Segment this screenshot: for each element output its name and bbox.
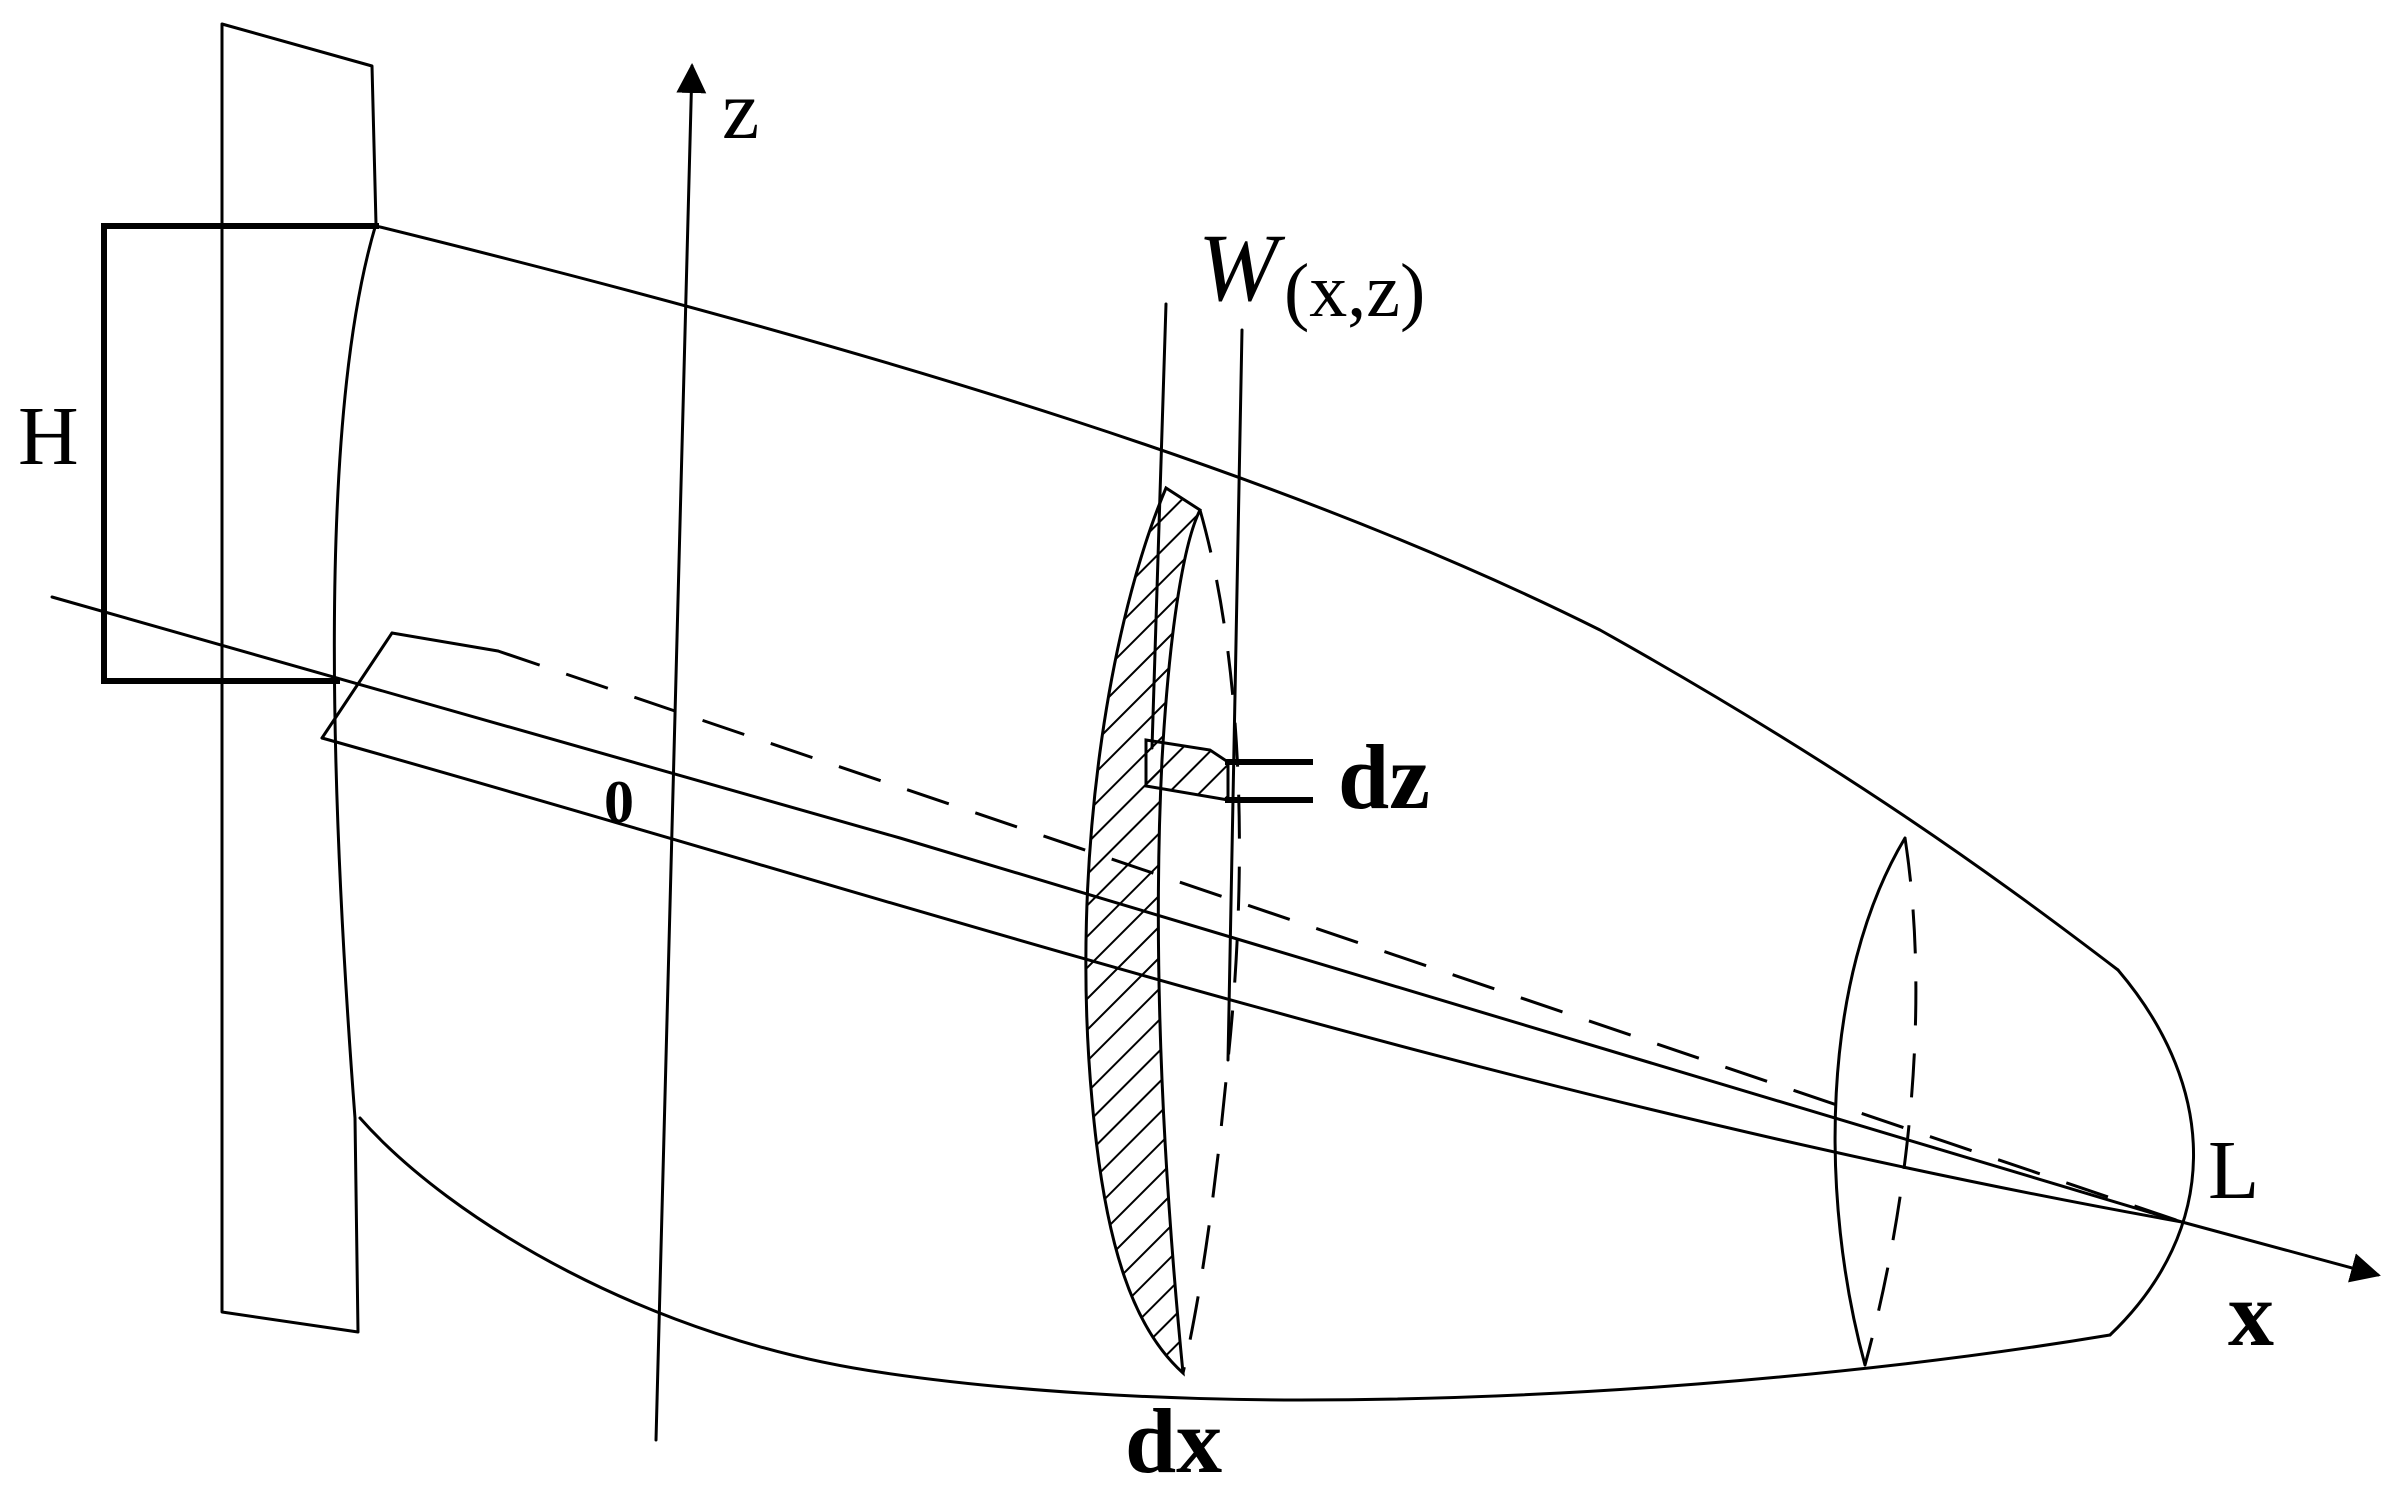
- deflection-label: W(x,z): [1198, 214, 1425, 333]
- deflection-symbol: W: [1198, 214, 1286, 321]
- blade-top-edge: [374, 224, 2120, 972]
- root-plate: [220, 22, 378, 1334]
- strip-guide-left: [1150, 302, 1168, 750]
- chord-root-end: [320, 631, 394, 740]
- chord-line-upper: [50, 595, 2184, 1224]
- tip-section-front: [1833, 836, 1907, 1367]
- x-axis-label: x: [2228, 1263, 2274, 1365]
- blade-tip-curve: [2108, 968, 2195, 1337]
- strip-guide-right: [1226, 328, 1244, 1062]
- element-dz: [1144, 738, 1230, 802]
- blade-bottom-edge: [358, 1116, 2112, 1402]
- chord-dashed-line: [497, 649, 2183, 1224]
- origin-label: 0: [604, 769, 634, 835]
- length-label: L: [2208, 1124, 2259, 1217]
- z-axis-label: z: [722, 64, 759, 157]
- z-axis: [654, 63, 707, 1442]
- chord-line-lower: [320, 736, 2184, 1224]
- x-axis-arrow: [2180, 1220, 2381, 1283]
- hatched-strip-dx: [1084, 485, 1202, 1377]
- height-dimension-bracket: [101, 223, 379, 684]
- tip-section-back: [1863, 837, 1918, 1366]
- height-label: H: [18, 390, 79, 483]
- dz-dimension-lines: [1225, 759, 1313, 803]
- deflection-args: (x,z): [1284, 249, 1425, 333]
- chord-upper-solid: [390, 631, 500, 653]
- strip-back-edge: [1181, 509, 1241, 1374]
- dx-label: dx: [1125, 1390, 1222, 1492]
- dz-label: dz: [1338, 726, 1430, 828]
